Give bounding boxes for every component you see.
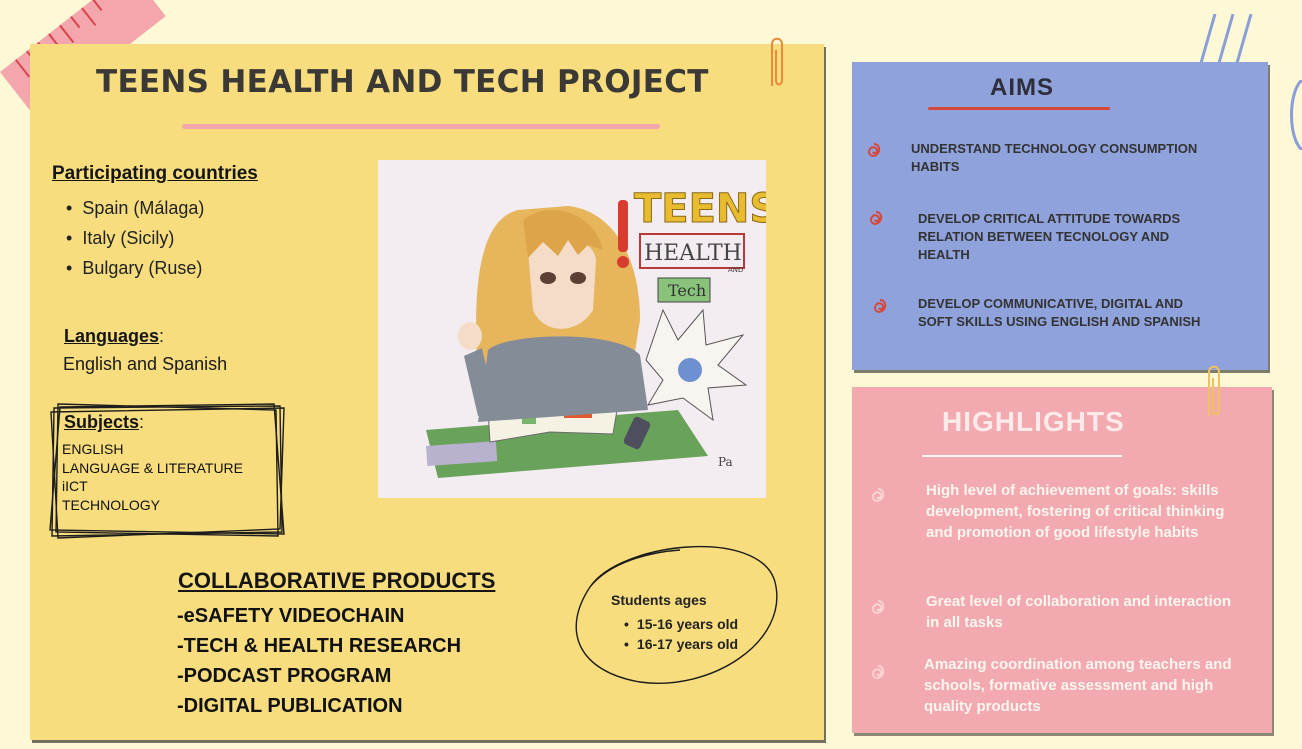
languages-colon: : (159, 326, 165, 346)
aim-item: DEVELOP CRITICAL ATTITUDE TOWARDS RELATI… (918, 211, 1181, 262)
aims-title: AIMS (990, 74, 1054, 101)
product-item: -DIGITAL PUBLICATION (177, 695, 403, 717)
artwork-tech: Tech (668, 281, 706, 300)
subject-item: LANGUAGE & LITERATURE (62, 459, 244, 476)
paperclip-icon (766, 34, 786, 97)
highlights-underline (922, 455, 1122, 457)
age-item: 16-17 years old (624, 634, 738, 654)
product-item: -PODCAST PROGRAM (177, 665, 392, 687)
subject-item: ENGLISH (62, 441, 124, 457)
subjects-heading: Subjects: (64, 412, 144, 433)
eye-right (570, 272, 586, 284)
highlight-item: Amazing coordination among teachers and … (924, 656, 1232, 715)
country-item: Italy (Sicily) (66, 223, 204, 253)
product-item: -eSAFETY VIDEOCHAIN (177, 605, 405, 627)
eye-left (540, 272, 556, 284)
page-title: TEENS HEALTH AND TECH PROJECT (96, 64, 709, 100)
swirl-icon (868, 210, 884, 226)
artwork-health: HEALTH (644, 241, 742, 266)
swirl-icon (872, 298, 888, 314)
phone-shape (623, 416, 651, 450)
swirl-icon (870, 599, 886, 615)
aims-underline (928, 107, 1110, 110)
subjects-list: ENGLISH LANGUAGE & LITERATURE iICT TECHN… (62, 440, 243, 514)
tablet-shape (426, 441, 498, 466)
swirl-icon (866, 142, 882, 158)
highlight-item: Great level of collaboration and interac… (926, 593, 1232, 631)
languages-heading-text: Languages (64, 326, 160, 346)
subject-item: TECHNOLOGY (62, 496, 161, 513)
languages-heading: Languages: (64, 326, 164, 347)
swirl-icon (870, 664, 886, 680)
aim-item: UNDERSTAND TECHNOLOGY CONSUMPTION HABITS (911, 141, 1198, 174)
exclamation-bar (618, 200, 628, 252)
collaborative-list: -eSAFETY VIDEOCHAIN -TECH & HEALTH RESEA… (177, 601, 461, 721)
product-item: -TECH & HEALTH RESEARCH (177, 635, 462, 657)
highlight-item: High level of achievement of goals: skil… (926, 482, 1225, 541)
artwork-signature: Pa (718, 455, 733, 469)
student-artwork: TEENS HEALTH AND Tech Pa (378, 160, 766, 498)
bangs-shape (523, 210, 603, 258)
aims-card (852, 62, 1268, 370)
decorative-arc (1286, 78, 1302, 155)
title-underline (182, 124, 660, 129)
oval-scribble (575, 545, 778, 684)
collaborative-heading: COLLABORATIVE PRODUCTS (178, 568, 496, 593)
subject-item: iICT (62, 478, 88, 494)
ages-oval (560, 532, 790, 702)
health-frame (639, 233, 745, 269)
subjects-colon: : (139, 412, 145, 432)
artwork-and: AND (728, 266, 743, 274)
tech-frame (657, 277, 711, 303)
highlights-card (852, 387, 1272, 733)
aim-item: DEVELOP COMMUNICATIVE, DIGITAL AND SOFT … (918, 296, 1201, 329)
countries-list: Spain (Málaga) Italy (Sicily) Bulgary (R… (66, 193, 204, 283)
sweater-shape (478, 336, 648, 422)
highlights-title: HIGHLIGHTS (942, 406, 1125, 437)
artwork-drawing: TEENS HEALTH AND Tech Pa (426, 186, 766, 478)
paperclip-icon (1203, 362, 1223, 427)
ages-heading: Students ages (611, 592, 707, 608)
face-shape (528, 236, 596, 329)
moon-shape (678, 358, 702, 382)
scribble-frame (49, 403, 285, 539)
languages-value: English and Spanish (63, 354, 228, 374)
fist-shape (458, 322, 482, 350)
ages-list: 15-16 years old 16-17 years old (624, 614, 738, 654)
country-item: Spain (Málaga) (66, 193, 204, 223)
country-item: Bulgary (Ruse) (66, 253, 204, 283)
age-item: 15-16 years old (624, 614, 738, 634)
artwork-teens: TEENS (634, 186, 766, 232)
book-mark (564, 412, 592, 418)
subjects-frame (48, 402, 285, 539)
subjects-heading-text: Subjects (64, 412, 140, 432)
arm-shape (464, 348, 496, 416)
countries-heading: Participating countries (52, 163, 258, 184)
exclamation-dot (617, 256, 629, 268)
swirl-icon (870, 487, 886, 503)
